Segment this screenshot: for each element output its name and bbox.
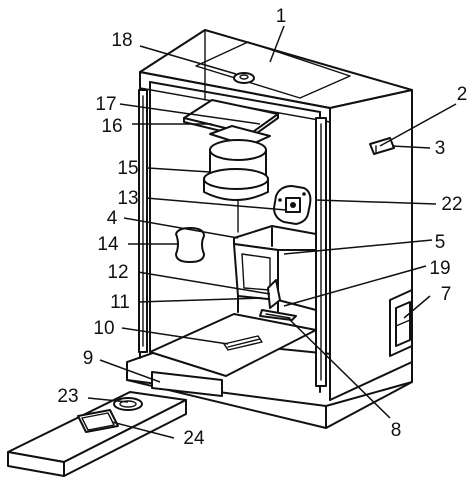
label-4: 4	[107, 208, 118, 229]
label-15: 15	[117, 158, 138, 179]
label-11: 11	[110, 292, 130, 313]
label-5: 5	[435, 232, 446, 253]
label-2: 2	[457, 84, 468, 105]
label-23: 23	[57, 386, 78, 407]
mount-plate	[183, 99, 279, 147]
label-14: 14	[97, 234, 119, 255]
holder-14	[175, 227, 205, 263]
rail-right	[315, 117, 327, 387]
sensor-module	[273, 185, 312, 225]
label-19: 19	[429, 258, 450, 279]
leader-lines	[87, 25, 457, 439]
sample-bracket	[233, 225, 317, 321]
label-13: 13	[117, 188, 138, 209]
label-1: 1	[276, 6, 287, 27]
label-9: 9	[83, 348, 94, 369]
callout-labels: 1 18 2 17 16 3 15 13 22 4 5 14 19 12 7 1…	[57, 6, 467, 449]
label-3: 3	[435, 138, 446, 159]
top-knob	[233, 72, 255, 84]
drawer-slot	[151, 371, 223, 397]
label-12: 12	[107, 262, 128, 283]
sample-tray	[7, 391, 187, 477]
label-8: 8	[391, 420, 402, 441]
lens	[203, 139, 269, 233]
power-switch	[389, 289, 413, 357]
label-10: 10	[93, 318, 114, 339]
label-18: 18	[111, 30, 132, 51]
label-17: 17	[95, 94, 116, 115]
label-16: 16	[101, 116, 122, 137]
label-22: 22	[441, 194, 462, 215]
label-7: 7	[441, 284, 452, 305]
floor-plate	[149, 313, 317, 377]
label-24: 24	[183, 428, 205, 449]
